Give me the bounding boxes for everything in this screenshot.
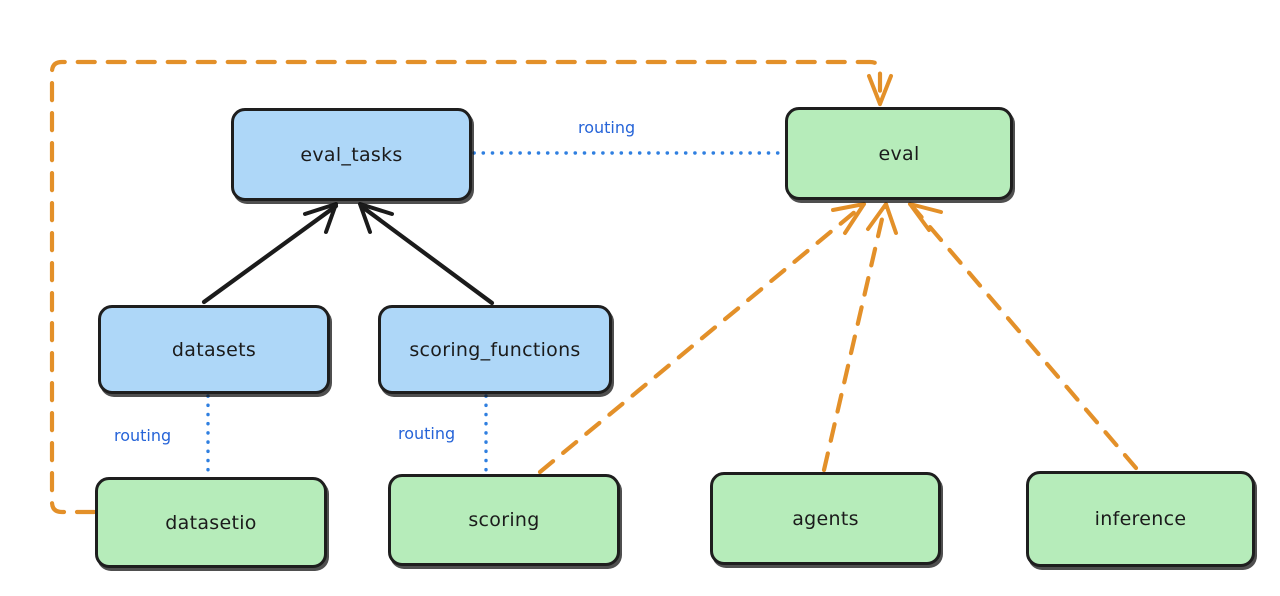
node-label-datasets: datasets — [171, 338, 257, 361]
edge-label-routing-scoring-functions: routing — [398, 424, 456, 443]
provider-arrowhead-inference — [908, 202, 943, 232]
edge-label-routing-datasets: routing — [114, 426, 172, 445]
dependency-edges — [201, 202, 495, 306]
node-label-scoring_functions: scoring_functions — [409, 338, 581, 361]
dependency-arrowhead-datasets — [303, 202, 338, 234]
provider-edge-inference-eval — [909, 203, 1139, 471]
provider-arrowhead-agents — [866, 202, 898, 235]
provider-arrowhead-datasetio — [867, 74, 893, 106]
provider-edge-agents-eval — [821, 203, 888, 473]
node-label-eval_tasks: eval_tasks — [300, 143, 403, 166]
node-label-eval: eval — [878, 142, 920, 165]
node-datasets[interactable]: datasets — [98, 305, 330, 394]
dependency-arrowhead-scoring-functions — [358, 202, 394, 234]
node-label-datasetio: datasetio — [165, 511, 257, 534]
node-scoring[interactable]: scoring — [388, 474, 620, 566]
provider-arrowhead-scoring — [831, 202, 866, 235]
node-scoring_functions[interactable]: scoring_functions — [378, 305, 612, 394]
node-label-scoring: scoring — [468, 509, 540, 531]
node-eval_tasks[interactable]: eval_tasks — [231, 108, 472, 201]
node-eval[interactable]: eval — [785, 107, 1013, 200]
node-datasetio[interactable]: datasetio — [95, 477, 327, 568]
node-label-inference: inference — [1094, 508, 1187, 530]
dependency-edge-scoring_functions-eval_tasks — [358, 203, 495, 306]
node-inference[interactable]: inference — [1026, 471, 1255, 567]
dependency-edge-datasets-eval_tasks — [201, 203, 339, 305]
node-agents[interactable]: agents — [710, 472, 941, 565]
edge-label-routing-eval: routing — [578, 118, 636, 137]
node-label-agents: agents — [792, 507, 859, 530]
